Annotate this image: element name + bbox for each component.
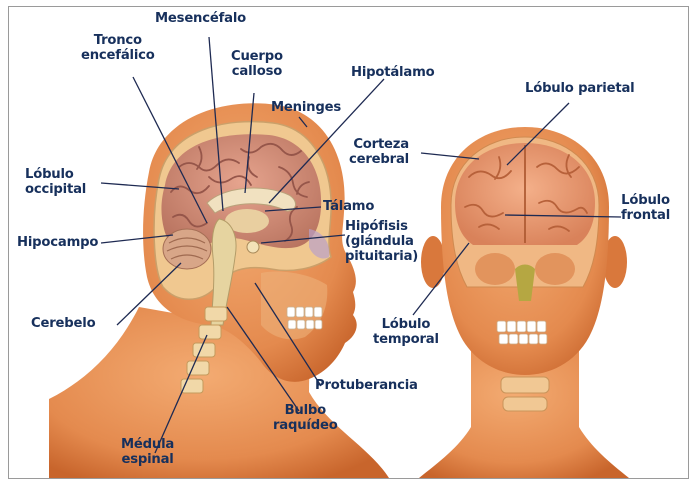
label-corteza-cerebral: Corteza cerebral xyxy=(349,137,409,167)
label-protuberancia: Protuberancia xyxy=(315,378,418,393)
label-lobulo-temporal: Lóbulo temporal xyxy=(373,317,439,347)
label-hipofisis: Hipófisis (glándula pituitaria) xyxy=(345,219,418,264)
frontal-head xyxy=(419,127,629,478)
label-meninges: Meninges xyxy=(271,100,341,115)
label-lobulo-frontal: Lóbulo frontal xyxy=(621,193,670,223)
label-bulbo-raquideo: Bulbo raquídeo xyxy=(273,403,338,433)
label-medula-espinal: Médula espinal xyxy=(121,437,174,467)
label-tronco-encefalico: Tronco encefálico xyxy=(81,33,155,63)
label-hipotalamo: Hipotálamo xyxy=(351,65,434,80)
diagram-frame: Mesencéfalo Tronco encefálico Cuerpo cal… xyxy=(8,6,689,479)
label-hipocampo: Hipocampo xyxy=(17,235,98,250)
label-mesencefalo: Mesencéfalo xyxy=(155,11,246,26)
label-talamo: Tálamo xyxy=(323,199,374,214)
label-lobulo-parietal: Lóbulo parietal xyxy=(525,81,635,96)
label-cerebelo: Cerebelo xyxy=(31,316,95,331)
label-lobulo-occipital: Lóbulo occipital xyxy=(25,167,86,197)
label-cuerpo-calloso: Cuerpo calloso xyxy=(231,49,283,79)
